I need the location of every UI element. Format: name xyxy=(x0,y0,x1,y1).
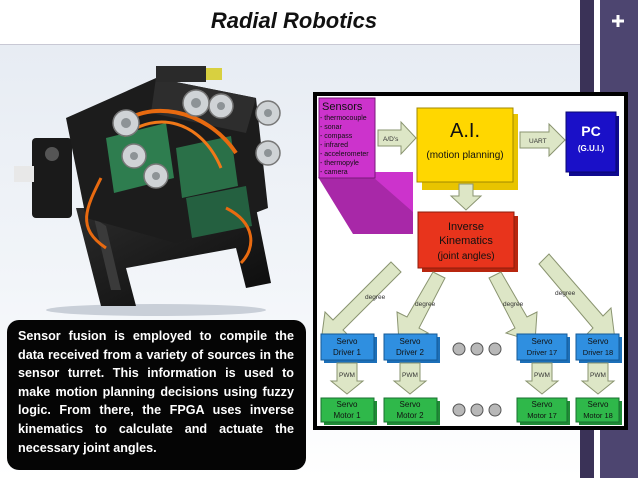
motor-name: Motor 17 xyxy=(527,411,557,420)
ai-ik-arrow xyxy=(449,183,483,211)
motor-name: Motor 2 xyxy=(396,411,424,420)
degree-label: degree xyxy=(365,294,386,301)
pwm-label: PWM xyxy=(402,372,418,379)
ai-block xyxy=(416,107,514,183)
driver-column-17: Servo Driver 17 xyxy=(516,333,570,363)
sensor-item: - thermopyle xyxy=(320,160,359,167)
degree-label: degree xyxy=(503,301,524,308)
pwm-label: PWM xyxy=(590,372,606,379)
ellipsis-dot xyxy=(488,342,502,356)
pwm-arrow xyxy=(329,362,365,395)
sensor-item: - accelerometer xyxy=(320,151,369,158)
pwm-arrow xyxy=(524,362,560,395)
ellipsis-dot xyxy=(488,403,502,417)
sensor-item: - sonar xyxy=(320,124,342,131)
driver-name: Driver 1 xyxy=(333,348,362,357)
pwm-arrow xyxy=(580,362,616,395)
sensor-item: - thermocouple xyxy=(320,115,367,122)
motor-name: Motor 1 xyxy=(333,411,361,420)
pwm-label: PWM xyxy=(339,372,355,379)
motor-name: Motor 18 xyxy=(583,411,613,420)
driver-column-2: Servo Driver 2 xyxy=(383,333,440,363)
sensor-item: - compass xyxy=(320,133,353,140)
motor-label: Servo xyxy=(400,400,421,409)
motor-column-17: Servo Motor 17 xyxy=(516,397,570,425)
ik-line2: Kinematics xyxy=(439,235,493,247)
ellipsis-dot xyxy=(470,403,484,417)
degree-arrow xyxy=(488,271,538,343)
driver-name: Driver 18 xyxy=(583,348,613,357)
block-diagram: Sensors - thermocouple - sonar - compass… xyxy=(313,92,628,430)
description-text: Sensor fusion is employed to compile the… xyxy=(18,329,294,455)
ik-block xyxy=(417,211,515,269)
ai-subtitle: (motion planning) xyxy=(426,150,503,161)
pwm-label: PWM xyxy=(534,372,550,379)
sensors-title: Sensors xyxy=(322,101,363,113)
ad-arrow xyxy=(377,120,417,156)
pc-block xyxy=(565,111,617,173)
ad-label: A/D's xyxy=(383,136,399,143)
driver-column-1: Servo Driver 1 xyxy=(320,333,377,363)
sensors-arrow-shadow xyxy=(318,177,413,234)
driver-name: Driver 17 xyxy=(527,348,557,357)
plus-icon xyxy=(612,15,624,27)
driver-name: Driver 2 xyxy=(396,348,425,357)
driver-label: Servo xyxy=(400,337,421,346)
ellipsis-dot xyxy=(470,342,484,356)
ellipsis-dot xyxy=(452,342,466,356)
driver-label: Servo xyxy=(532,337,553,346)
ellipsis-dot xyxy=(452,403,466,417)
sensors-block xyxy=(318,97,376,179)
robot-illustration xyxy=(14,66,281,316)
pc-subtitle: (G.U.I.) xyxy=(578,144,605,153)
driver-label: Servo xyxy=(588,337,609,346)
motor-column-2: Servo Motor 2 xyxy=(383,397,440,425)
motor-label: Servo xyxy=(588,400,609,409)
degree-label: degree xyxy=(555,290,576,297)
pwm-arrow xyxy=(392,362,428,395)
driver-label: Servo xyxy=(337,337,358,346)
motor-label: Servo xyxy=(532,400,553,409)
ik-line3: (joint angles) xyxy=(437,251,494,262)
driver-column-18: Servo Driver 18 xyxy=(575,333,622,363)
degree-label: degree xyxy=(415,301,436,308)
uart-label: UART xyxy=(529,138,547,145)
degree-arrow xyxy=(538,253,616,341)
description-box: Sensor fusion is employed to compile the… xyxy=(7,320,306,470)
ik-line1: Inverse xyxy=(448,221,484,233)
motor-label: Servo xyxy=(337,400,358,409)
slide-title: Radial Robotics xyxy=(210,8,378,33)
ai-title: A.I. xyxy=(450,120,480,142)
title-bar xyxy=(0,0,588,45)
sensor-item: - camera xyxy=(320,169,348,176)
sensor-item: - infrared xyxy=(320,142,348,149)
pc-title: PC xyxy=(581,123,600,139)
motor-column-18: Servo Motor 18 xyxy=(575,397,622,425)
uart-arrow xyxy=(519,122,566,158)
motor-column-1: Servo Motor 1 xyxy=(320,397,377,425)
